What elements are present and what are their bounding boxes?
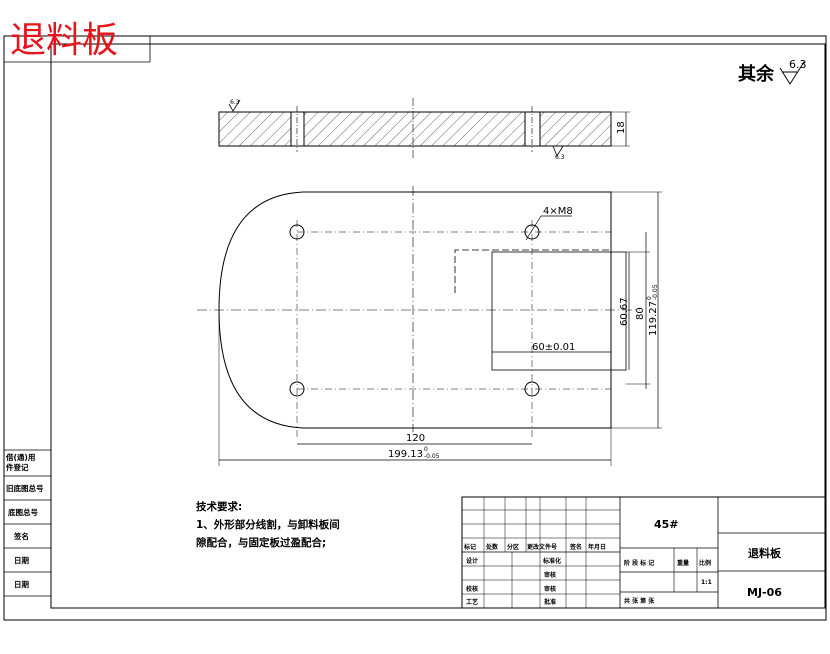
tb-design: 设计 (466, 557, 478, 565)
tb-weight-label: 重量 (677, 559, 689, 567)
left-strip: 借(通)用 件登记 旧底图总号 底图总号 签名 日期 日期 (4, 449, 51, 597)
hole-bottom-left-icon (289, 381, 305, 397)
tb-drawing-no: MJ-06 (747, 586, 782, 599)
tb-scale-label: 比例 (699, 559, 711, 567)
plan-view: 4×M8 60.67 80 119.27 0 -0.05 60±0.01 120… (197, 186, 662, 466)
tb-material: 45# (654, 518, 679, 531)
svg-text:6.3: 6.3 (230, 99, 240, 106)
roughness-symbol-icon (779, 61, 805, 85)
tb-header-change: 更改文件号 (527, 543, 557, 551)
dim-120: 120 (406, 433, 425, 444)
svg-text:6.3: 6.3 (555, 154, 565, 161)
svg-text:件登记: 件登记 (6, 462, 29, 472)
svg-text:日期: 日期 (14, 555, 29, 565)
dim-60-67: 60.67 (619, 297, 630, 326)
dim-119-tol: 0 (646, 296, 653, 300)
tb-scale-value: 1:1 (701, 579, 712, 586)
tb-check: 校核 (466, 585, 478, 593)
notes-heading: 技术要求: (196, 500, 242, 513)
notes-line1: 1、外形部分线割，与卸料板间 (196, 518, 340, 531)
svg-text:底图总号: 底图总号 (8, 507, 38, 517)
dim-199-tol-low: -0.05 (424, 453, 440, 460)
dim-199: 199.13 (388, 449, 423, 460)
hole-bottom-right-icon (524, 381, 540, 397)
tb-part-name: 退料板 (748, 546, 782, 560)
svg-text:日期: 日期 (14, 579, 29, 589)
dim-199-group: 199.13 0 -0.05 (388, 446, 440, 460)
tb-header-sign: 签名 (569, 543, 582, 551)
tb-header-date: 年月日 (588, 543, 606, 551)
tb-audit: 审核 (544, 571, 556, 579)
svg-text:借(通)用: 借(通)用 (5, 452, 35, 462)
dim-60: 60±0.01 (532, 342, 575, 353)
tb-process: 工艺 (466, 598, 478, 606)
tb-sheet-text: 共 张 第 张 (624, 597, 655, 605)
thickness-dim: 18 (616, 121, 627, 134)
notes-line2: 隙配合，与固定板过盈配合; (196, 536, 326, 549)
svg-text:旧底图总号: 旧底图总号 (6, 483, 44, 493)
tb-header-mark: 标记 (463, 543, 476, 551)
page-title: 退料板 (10, 20, 118, 61)
title-block: 标记 处数 分区 更改文件号 签名 年月日 设计 标准化 校核 审核 工艺 批准… (461, 496, 826, 609)
dim-119-group: 119.27 0 -0.05 (646, 284, 659, 336)
dim-199-tol: 0 (424, 446, 428, 453)
dim-119-tol-low: -0.05 (652, 284, 659, 300)
surface-finish-value: 6.3 (789, 58, 807, 71)
roughness-left-icon: 6.3 (228, 99, 241, 112)
tb-header-count: 处数 (485, 543, 499, 551)
surface-finish-label: 其余 (738, 63, 775, 85)
technical-notes: 技术要求: 1、外形部分线割，与卸料板间 隙配合，与固定板过盈配合; (196, 500, 340, 549)
inner-border (50, 43, 826, 609)
dim-80: 80 (635, 307, 646, 320)
tb-review: 审核 (544, 585, 556, 593)
tb-approve: 批准 (544, 598, 556, 606)
outer-border (3, 35, 827, 621)
roughness-bottom-icon: 6.3 (552, 145, 565, 161)
surface-finish-note: 其余 6.3 (738, 58, 807, 85)
tb-standard: 标准化 (542, 557, 561, 565)
side-view: 18 6.3 6.3 (218, 98, 630, 161)
tb-stage-label: 阶 段 标 记 (624, 559, 654, 567)
dim-119: 119.27 (648, 301, 659, 336)
hole-top-left-icon (289, 224, 305, 240)
hole-callout: 4×M8 (543, 206, 573, 217)
hole-top-right-icon (524, 224, 540, 240)
svg-text:签名: 签名 (13, 531, 29, 541)
tb-header-zone: 分区 (507, 543, 519, 551)
